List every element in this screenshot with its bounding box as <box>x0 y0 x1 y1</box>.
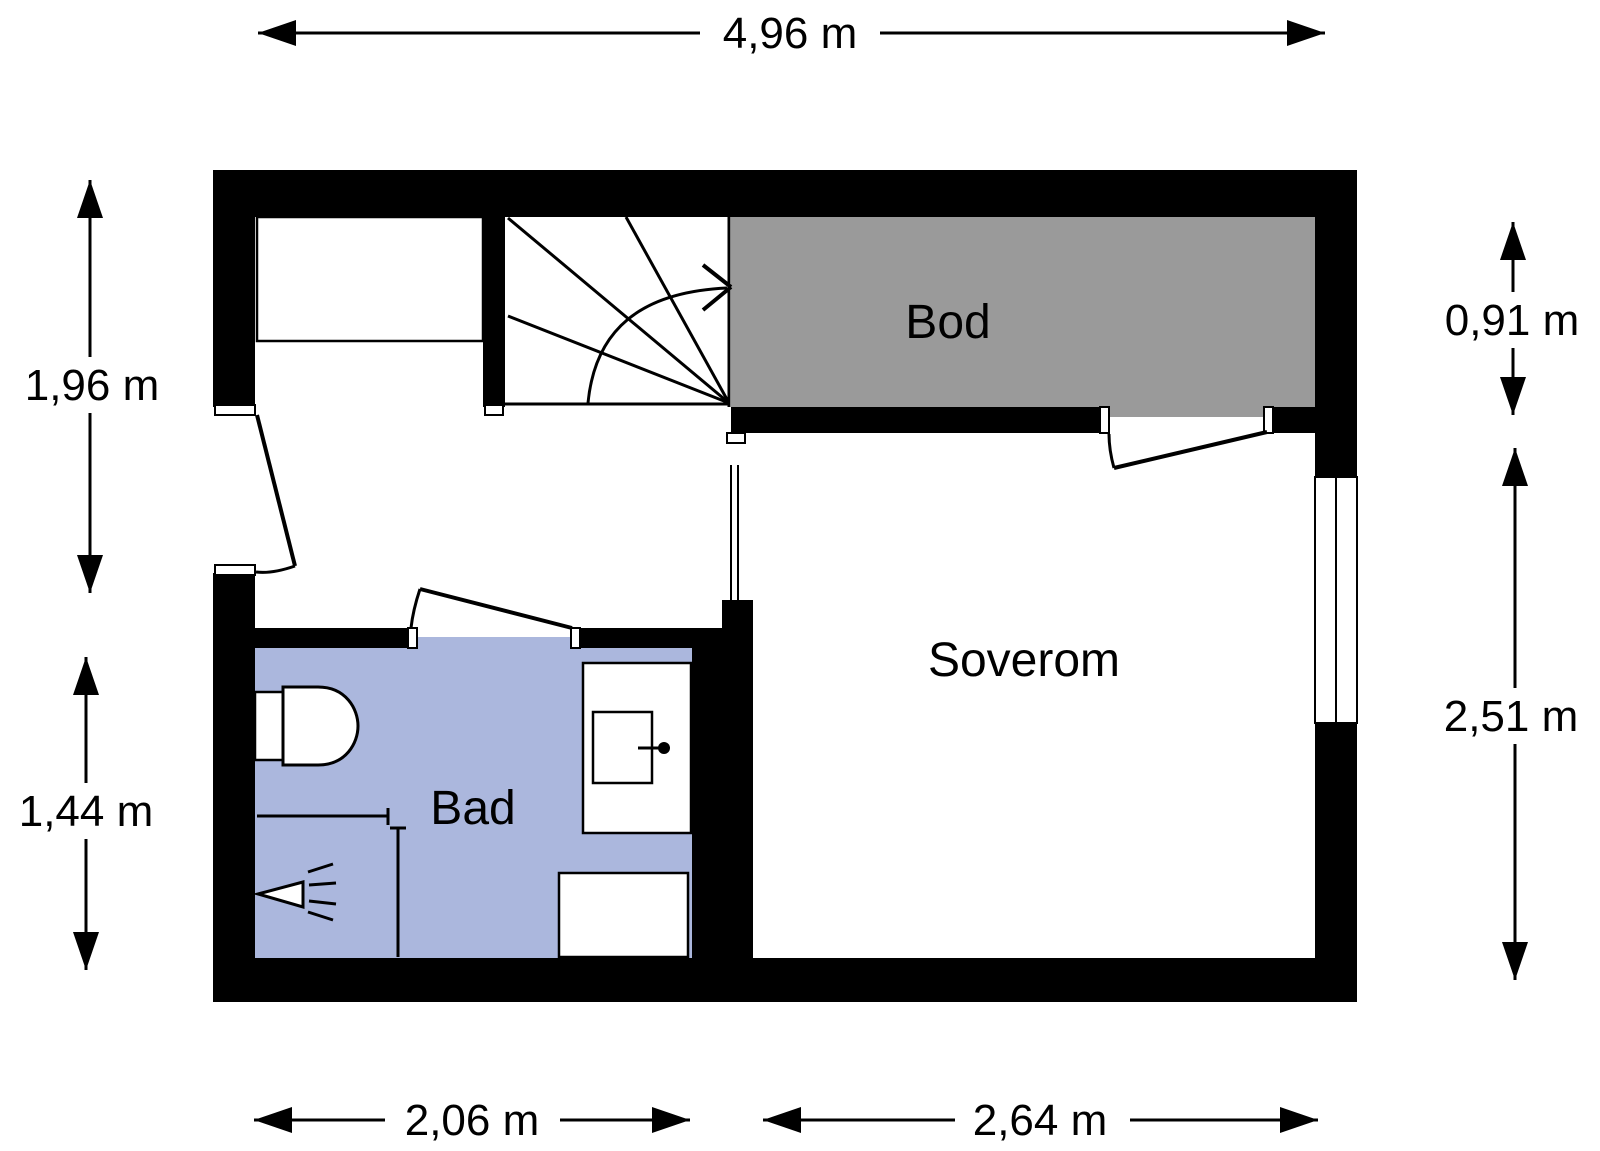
stair-opening-railing <box>730 465 739 607</box>
dimension-right-lower-arrow <box>1502 448 1528 980</box>
dimension-left-lower-label: 1,44 m <box>19 787 154 836</box>
dimension-left-upper-arrow <box>77 180 103 593</box>
dimension-right-lower-label: 2,51 m <box>1444 692 1579 741</box>
sink-vanity-icon <box>581 661 693 835</box>
dimension-left-upper-label: 1,96 m <box>25 361 160 410</box>
dimension-right-upper-label: 0,91 m <box>1445 296 1580 345</box>
exterior-walls <box>213 170 1357 1002</box>
wall-end-caps <box>214 404 1274 649</box>
dimension-top-label: 4,96 m <box>723 9 858 58</box>
bod-floor <box>731 217 1315 417</box>
dimension-right-upper-arrow <box>1500 222 1526 415</box>
shower-tray <box>557 871 690 959</box>
dimension-left-lower-arrow <box>73 657 99 970</box>
dimension-bottom-right-arrow <box>763 1107 1318 1133</box>
stairs-icon <box>505 216 733 407</box>
dimension-bottom-right-label: 2,64 m <box>973 1096 1108 1145</box>
interior-walls <box>255 217 1315 958</box>
room-label-bod: Bod <box>905 296 990 349</box>
dimension-top-arrow <box>258 20 1325 46</box>
entry-door-swing-icon <box>255 414 297 574</box>
bathroom-door-swing-icon <box>409 587 573 630</box>
shower-icon <box>252 808 406 957</box>
stairs-direction-arrow-icon <box>701 263 733 312</box>
window-icon <box>1314 476 1358 724</box>
dimension-bottom-left-label: 2,06 m <box>405 1096 540 1145</box>
wardrobe-icon <box>255 215 485 343</box>
room-label-bad: Bad <box>430 782 515 835</box>
dimension-bottom-left-arrow <box>254 1107 690 1133</box>
room-label-soverom: Soverom <box>928 634 1120 687</box>
toilet-icon <box>253 685 360 767</box>
bod-door-swing-icon <box>1107 430 1268 470</box>
